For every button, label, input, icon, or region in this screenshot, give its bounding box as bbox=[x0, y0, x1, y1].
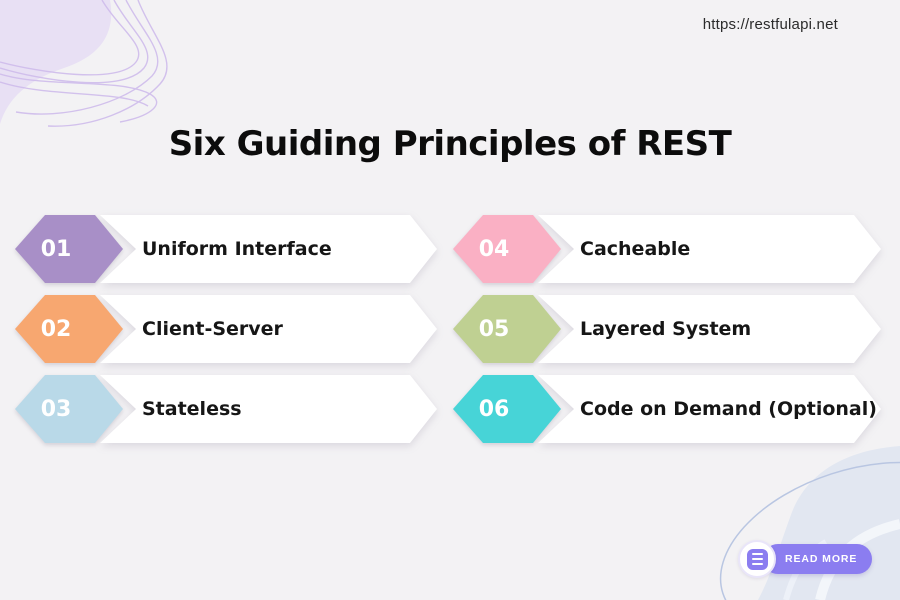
background-decoration-top-left bbox=[0, 0, 168, 127]
read-more-button[interactable]: READ MORE bbox=[738, 540, 873, 578]
page-title: Six Guiding Principles of REST bbox=[168, 124, 732, 164]
principle-label: Uniform Interface bbox=[142, 238, 332, 260]
principle-item-cacheable: Cacheable 04 bbox=[453, 215, 881, 283]
website-url[interactable]: https://restfulapi.net bbox=[702, 16, 838, 33]
principle-number-badge: 03 bbox=[15, 375, 123, 443]
principle-label: Code on Demand (Optional) bbox=[580, 398, 877, 420]
principle-label: Stateless bbox=[142, 398, 242, 420]
principle-card: Cacheable bbox=[538, 215, 881, 283]
principle-number: 03 bbox=[40, 396, 72, 422]
principle-item-client-server: Client-Server 02 bbox=[15, 295, 437, 363]
principle-label: Cacheable bbox=[580, 238, 691, 260]
read-more-label: READ MORE bbox=[763, 544, 873, 574]
document-lines-icon bbox=[746, 548, 768, 570]
principle-number-badge: 04 bbox=[453, 215, 561, 283]
principle-card: Stateless bbox=[100, 375, 437, 443]
principle-number-badge: 01 bbox=[15, 215, 123, 283]
principle-card: Layered System bbox=[538, 295, 881, 363]
principle-number: 05 bbox=[478, 316, 510, 342]
principle-number: 01 bbox=[40, 236, 72, 262]
read-more-icon-circle bbox=[738, 540, 776, 578]
principle-item-stateless: Stateless 03 bbox=[15, 375, 437, 443]
principle-label: Layered System bbox=[580, 318, 752, 340]
principle-number: 04 bbox=[478, 236, 510, 262]
principle-number-badge: 06 bbox=[453, 375, 561, 443]
principle-label: Client-Server bbox=[142, 318, 283, 340]
principle-item-uniform-interface: Uniform Interface 01 bbox=[15, 215, 437, 283]
purple-blob-shape bbox=[0, 0, 112, 124]
squiggle-lines bbox=[0, 0, 168, 127]
principle-item-code-on-demand: Code on Demand (Optional) 06 bbox=[453, 375, 881, 443]
principle-card: Client-Server bbox=[100, 295, 437, 363]
principle-number: 02 bbox=[40, 316, 72, 342]
principle-number-badge: 02 bbox=[15, 295, 123, 363]
principle-number-badge: 05 bbox=[453, 295, 561, 363]
ellipse-outline-shape bbox=[719, 461, 900, 600]
principle-card: Uniform Interface bbox=[100, 215, 437, 283]
principles-grid: Uniform Interface 01 Client-Server 02 St… bbox=[15, 215, 881, 443]
principle-card: Code on Demand (Optional) bbox=[538, 375, 881, 443]
principle-number: 06 bbox=[478, 396, 510, 422]
principle-item-layered-system: Layered System 05 bbox=[453, 295, 881, 363]
